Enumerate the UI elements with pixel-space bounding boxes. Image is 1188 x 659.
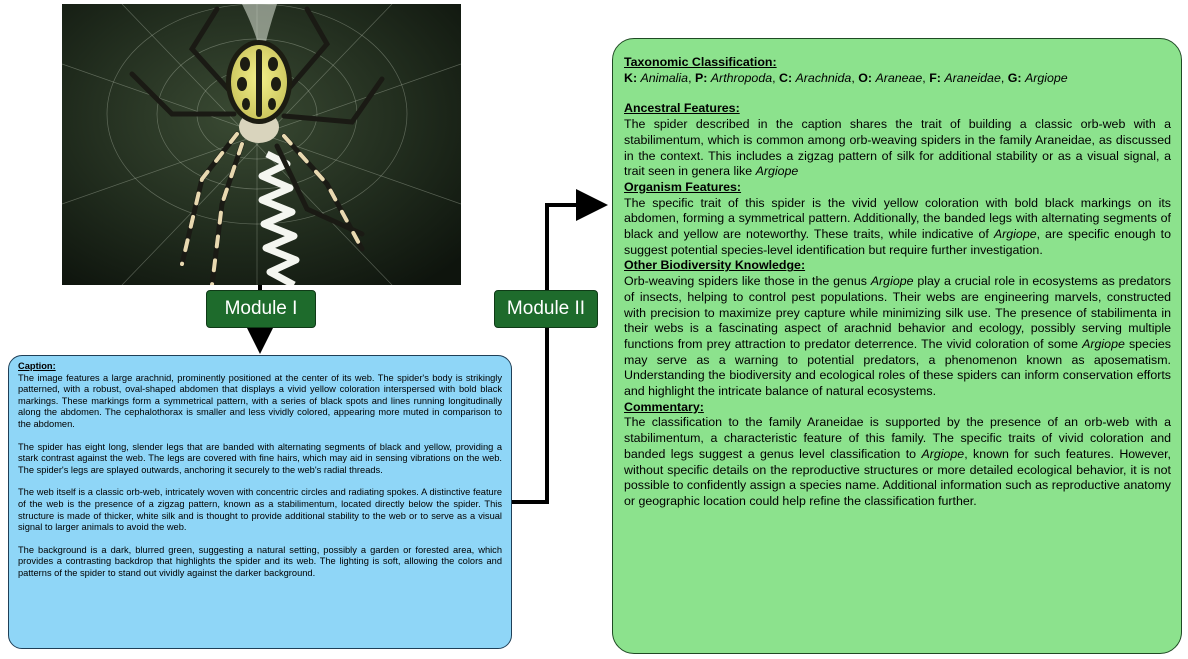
module-1-label: Module I bbox=[206, 290, 316, 328]
caption-paragraph-2: The spider has eight long, slender legs … bbox=[18, 441, 502, 475]
commentary-heading: Commentary: bbox=[624, 399, 704, 414]
knowledge-box: Taxonomic Classification: K: Animalia, P… bbox=[612, 38, 1182, 654]
biodiversity-heading: Other Biodiversity Knowledge: bbox=[624, 258, 806, 273]
caption-heading: Caption: bbox=[18, 361, 56, 371]
organism-text: The specific trait of this spider is the… bbox=[624, 195, 1171, 257]
taxonomy-heading: Taxonomic Classification: bbox=[624, 55, 777, 69]
spider-illustration bbox=[62, 4, 461, 285]
caption-paragraph-3: The web itself is a classic orb-web, int… bbox=[18, 487, 502, 533]
caption-to-knowledge-arrow bbox=[512, 189, 608, 504]
commentary-text: The classification to the family Araneid… bbox=[624, 415, 1171, 508]
caption-paragraph-1: The image features a large arachnid, pro… bbox=[18, 372, 502, 429]
ancestral-text: The spider described in the caption shar… bbox=[624, 117, 1171, 179]
taxonomy-line: K: Animalia, P: Arthropoda, C: Arachnida… bbox=[624, 70, 1068, 85]
caption-box: Caption: The image features a large arac… bbox=[8, 355, 512, 649]
organism-heading: Organism Features: bbox=[624, 179, 742, 194]
module-2-label: Module II bbox=[494, 290, 598, 328]
caption-paragraph-4: The background is a dark, blurred green,… bbox=[18, 544, 502, 578]
ancestral-heading: Ancestral Features: bbox=[624, 101, 740, 116]
spider-photo bbox=[62, 4, 461, 285]
biodiversity-text: Orb-weaving spiders like those in the ge… bbox=[624, 274, 1171, 399]
